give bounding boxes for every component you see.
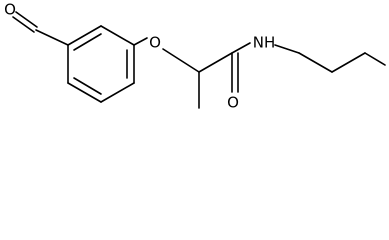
- ether-oxygen-label: O: [149, 34, 161, 52]
- ring-inner-double-1: [73, 33, 102, 51]
- aldehyde-c-h-bond: [35, 29, 69, 46]
- ring-bond-5: [67, 82, 102, 103]
- aldehyde-c-o-double-bond-1: [15, 11, 38, 28]
- amide-nh-label: NH: [253, 34, 276, 52]
- butyl-bond-2: [331, 52, 366, 73]
- nitrogen-to-butyl-bond: [274, 44, 300, 54]
- ring-bond-2: [100, 25, 135, 46]
- butyl-bond-1: [298, 52, 333, 73]
- carbonyl-oxygen-label: O: [227, 94, 239, 112]
- carbonyl-to-nitrogen-bond: [231, 42, 251, 54]
- ether-oxygen-to-alpha-carbon-bond: [162, 48, 200, 73]
- ring-bond-1: [67, 25, 102, 46]
- ring-inner-double-3: [73, 77, 102, 95]
- alpha-carbon-to-carbonyl-bond: [198, 52, 233, 73]
- structural-formula: O O NH O: [4, 1, 386, 112]
- aldehyde-oxygen-label: O: [4, 1, 16, 19]
- aldehyde-c-o-double-bond-2: [12, 16, 35, 33]
- ring-to-ether-oxygen-bond: [133, 37, 148, 46]
- butyl-bond-3: [364, 52, 386, 66]
- ring-bond-4: [100, 82, 135, 103]
